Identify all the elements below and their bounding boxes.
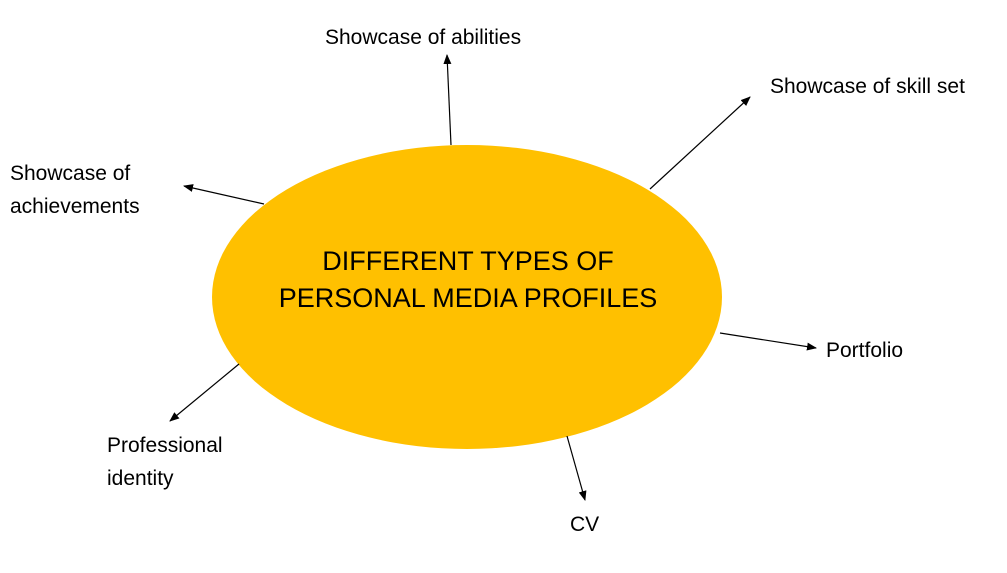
- arrow-to-portfolio: [719, 332, 817, 351]
- arrow-to-skill-set: [649, 96, 751, 190]
- arrow-to-professional-identity: [169, 363, 240, 422]
- label-cv: CV: [570, 513, 600, 536]
- label-showcase-of-abilities: Showcase of abilities: [325, 26, 522, 49]
- center-ellipse: [212, 145, 722, 449]
- label-showcase-of-achievements: Showcase of achievements: [10, 157, 140, 223]
- label-professional-identity-line1: Professional: [107, 434, 223, 457]
- label-showcase-of-skill-set: Showcase of skill set: [770, 75, 965, 98]
- center-title-line1: DIFFERENT TYPES OF: [322, 246, 614, 276]
- label-achievements-line1: Showcase of: [10, 162, 131, 185]
- center-title-line2: PERSONAL MEDIA PROFILES: [278, 283, 658, 313]
- arrow-to-cv: [566, 435, 587, 501]
- label-portfolio: Portfolio: [826, 339, 904, 362]
- label-achievements-line2: achievements: [10, 195, 140, 218]
- label-professional-identity-line2: identity: [107, 467, 174, 490]
- arrow-to-abilities: [443, 54, 452, 146]
- label-professional-identity: Professional identity: [107, 429, 223, 495]
- arrow-to-achievements: [183, 184, 265, 205]
- center-title: DIFFERENT TYPES OF PERSONAL MEDIA PROFIL…: [213, 243, 723, 317]
